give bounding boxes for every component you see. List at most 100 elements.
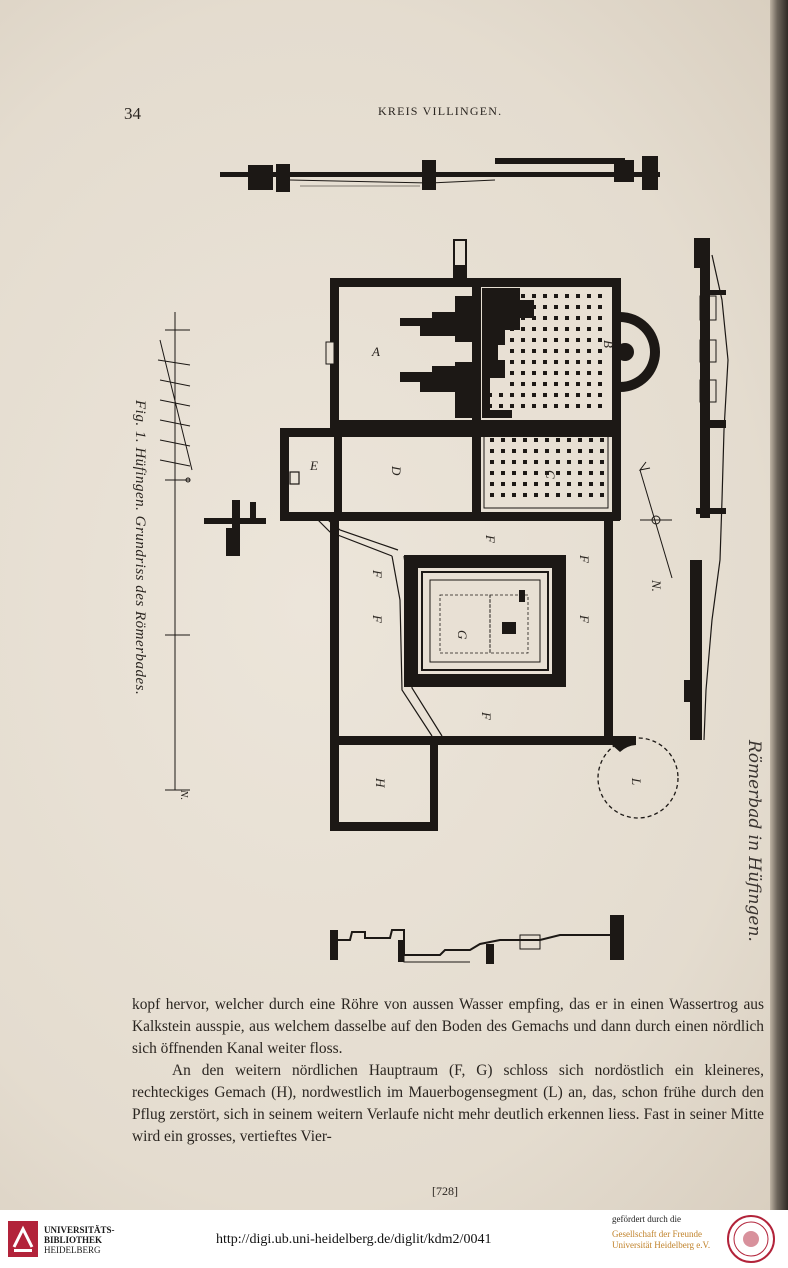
hypocaust-pillar: [556, 471, 560, 475]
main-building-walls: [280, 239, 679, 831]
hypocaust-pillar: [578, 460, 582, 464]
hypocaust-pillar: [598, 327, 602, 331]
hypocaust-pillar: [510, 349, 514, 353]
hypocaust-pillar: [576, 349, 580, 353]
paragraph: An den weitern nördlichen Hauptraum (F, …: [132, 1062, 764, 1145]
hypocaust-pillar: [543, 393, 547, 397]
hypocaust-pillar: [532, 305, 536, 309]
hypocaust-pillar: [554, 360, 558, 364]
hypocaust-pillar: [587, 382, 591, 386]
page-footer-number: [728]: [432, 1184, 458, 1198]
hypocaust-pillar: [545, 449, 549, 453]
hypocaust-pillar: [532, 327, 536, 331]
hypocaust-pillar: [567, 482, 571, 486]
hypocaust-pillar: [510, 360, 514, 364]
hypocaust-pillar: [598, 360, 602, 364]
scanned-page: [0, 0, 770, 1210]
hypocaust-pillar: [501, 471, 505, 475]
hypocaust-pillar: [543, 316, 547, 320]
hypocaust-pillar: [589, 460, 593, 464]
hypocaust-pillar: [565, 294, 569, 298]
hypocaust-pillar: [521, 349, 525, 353]
hypocaust-pillar: [532, 294, 536, 298]
hypocaust-pillar: [521, 316, 525, 320]
hypocaust-pillar: [565, 371, 569, 375]
sponsor-name[interactable]: Gesellschaft der Freunde Universität Hei…: [612, 1229, 710, 1251]
hypocaust-pillar: [587, 371, 591, 375]
hypocaust-pillar: [598, 382, 602, 386]
room-label-a: A: [371, 344, 380, 359]
hypocaust-pillar: [510, 305, 514, 309]
hypocaust-pillar: [488, 393, 492, 397]
hypocaust-pillar: [587, 327, 591, 331]
book-spine-shadow: [770, 0, 788, 1210]
hypocaust-pillar: [598, 393, 602, 397]
hypocaust-pillar: [600, 449, 604, 453]
room-label-h: H: [373, 777, 388, 788]
hypocaust-pillar: [521, 360, 525, 364]
hypocaust-pillar: [543, 327, 547, 331]
library-line: UNIVERSITÄTS-: [44, 1225, 115, 1235]
library-line: BIBLIOTHEK: [44, 1235, 103, 1245]
hypocaust-pillar: [587, 360, 591, 364]
permalink-url[interactable]: http://digi.ub.uni-heidelberg.de/diglit/…: [216, 1232, 492, 1247]
hypocaust-pillar: [578, 493, 582, 497]
hypocaust-pillar: [545, 482, 549, 486]
library-name: UNIVERSITÄTS- BIBLIOTHEK HEIDELBERG: [44, 1225, 115, 1255]
hypocaust-pillar: [534, 438, 538, 442]
hypocaust-pillar: [565, 327, 569, 331]
hypocaust-pillar: [532, 360, 536, 364]
hypocaust-pillar: [565, 305, 569, 309]
hypocaust-pillar: [576, 338, 580, 342]
hypocaust-pillar: [512, 493, 516, 497]
hypocaust-pillar: [556, 449, 560, 453]
hypocaust-pillar: [543, 338, 547, 342]
hypocaust-pillar: [523, 482, 527, 486]
hypocaust-grid-b: [482, 288, 612, 420]
hypocaust-pillar: [501, 460, 505, 464]
hypocaust-pillar: [554, 404, 558, 408]
hypocaust-pillar: [534, 482, 538, 486]
hypocaust-pillar: [532, 393, 536, 397]
section-profile-bottom: [330, 915, 624, 964]
hypocaust-pillar: [510, 382, 514, 386]
hypocaust-pillar: [576, 393, 580, 397]
hypocaust-pillar: [600, 471, 604, 475]
hypocaust-pillar: [576, 371, 580, 375]
hypocaust-pillar: [554, 338, 558, 342]
hypocaust-pillar: [587, 316, 591, 320]
west-annex: [204, 500, 266, 556]
hypocaust-pillar: [589, 482, 593, 486]
hypocaust-pillar: [600, 460, 604, 464]
hypocaust-pillar: [598, 338, 602, 342]
body-text: kopf hervor, welcher durch eine Röhre vo…: [132, 994, 764, 1148]
scale-bar: [157, 312, 193, 791]
hypocaust-pillar: [499, 404, 503, 408]
hypocaust-pillar: [512, 449, 516, 453]
hypocaust-pillar: [576, 327, 580, 331]
hypocaust-pillar: [512, 460, 516, 464]
hypocaust-pillar: [521, 382, 525, 386]
hypocaust-pillar: [554, 371, 558, 375]
sponsor-line: Gesellschaft der Freunde: [612, 1229, 702, 1239]
hypocaust-pillar: [521, 404, 525, 408]
hypocaust-pillar: [600, 493, 604, 497]
hypocaust-pillar: [521, 338, 525, 342]
hypocaust-pillar: [565, 338, 569, 342]
hypocaust-pillar: [587, 338, 591, 342]
hypocaust-pillar: [587, 294, 591, 298]
hypocaust-pillar: [545, 460, 549, 464]
hypocaust-pillar: [576, 316, 580, 320]
hypocaust-pillar: [499, 316, 503, 320]
hypocaust-pillar: [543, 382, 547, 386]
hypocaust-pillar: [501, 449, 505, 453]
hypocaust-pillar: [565, 404, 569, 408]
hypocaust-pillar: [554, 349, 558, 353]
university-library-logo-icon: [8, 1221, 38, 1257]
hypocaust-pillar: [565, 393, 569, 397]
hypocaust-pillar: [510, 294, 514, 298]
hypocaust-pillar: [576, 305, 580, 309]
hypocaust-pillar: [598, 305, 602, 309]
hypocaust-pillar: [501, 493, 505, 497]
hypocaust-pillar: [512, 438, 516, 442]
